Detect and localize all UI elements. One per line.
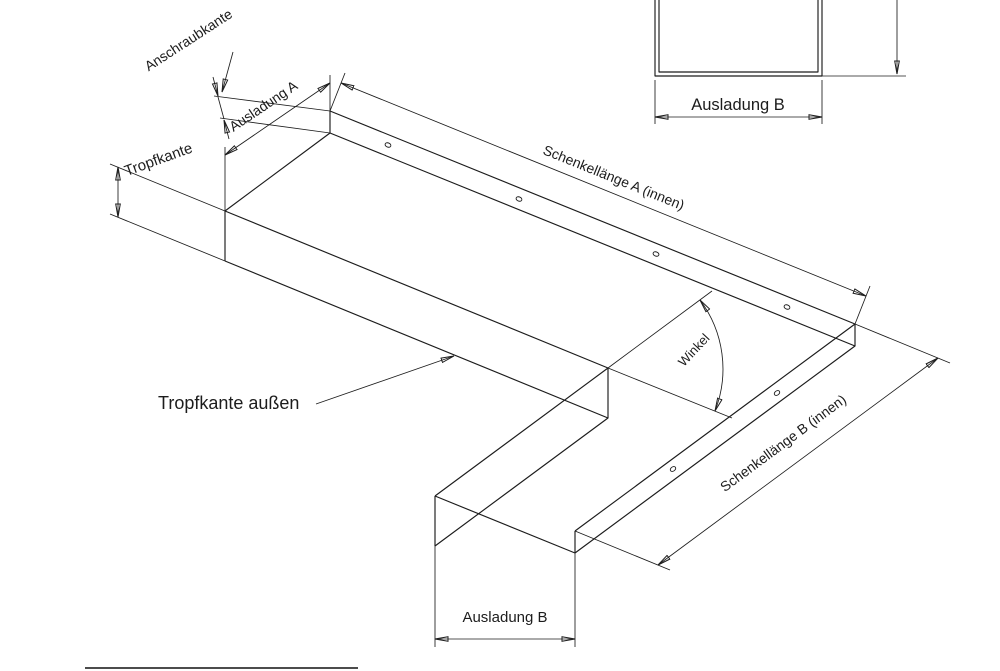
legb-fold-line bbox=[434, 367, 609, 497]
label-ausladung-b-section: Ausladung B bbox=[691, 96, 785, 114]
dimension-line bbox=[217, 96, 225, 120]
dimension-line bbox=[340, 82, 867, 297]
dimension-line bbox=[657, 357, 939, 566]
dimension-line bbox=[224, 82, 331, 156]
label-tropfkante-aussen: Tropfkante außen bbox=[158, 393, 299, 413]
extension-line bbox=[213, 95, 331, 112]
extension-line bbox=[109, 213, 226, 262]
angle-ray bbox=[607, 290, 713, 369]
extension-line bbox=[329, 72, 346, 112]
dimension-ausladung-b-bottom: Ausladung B bbox=[434, 546, 576, 647]
section-view: Ausladung B bbox=[654, 0, 906, 124]
annotation-tropfkante-aussen: Tropfkante außen bbox=[158, 355, 455, 413]
leader-line bbox=[315, 355, 455, 405]
section-inner-profile bbox=[658, 0, 819, 73]
extension-line bbox=[574, 530, 671, 571]
legb-end-edge bbox=[434, 495, 576, 554]
extension-line bbox=[854, 285, 871, 325]
screw-hole bbox=[783, 304, 791, 310]
extension-line bbox=[109, 163, 226, 212]
dimension-arrow-line bbox=[223, 119, 231, 140]
dimension-arrow-line bbox=[211, 76, 219, 97]
section-outer-profile bbox=[654, 0, 823, 77]
label-ausladung-b-bottom: Ausladung B bbox=[462, 609, 547, 626]
extension-line bbox=[219, 117, 331, 134]
leader-line bbox=[221, 51, 234, 93]
extension-line bbox=[854, 323, 951, 364]
